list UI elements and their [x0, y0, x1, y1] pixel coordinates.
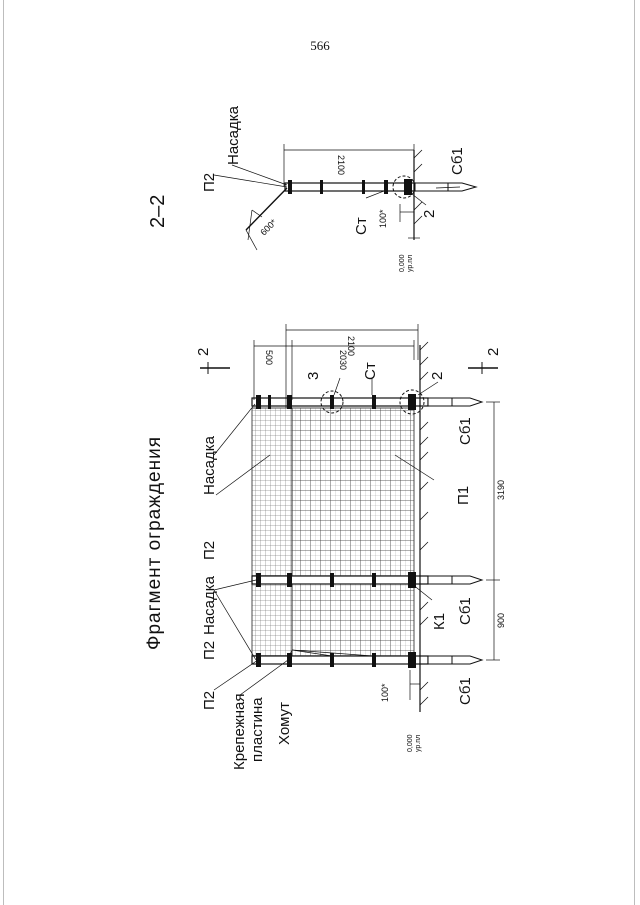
mesh-panel-p1-fine [292, 408, 414, 663]
label-homut: Хомут [276, 702, 293, 745]
label-nasadka-bottom: Насадка [201, 575, 218, 635]
nasadka-arm [245, 187, 288, 231]
section-mark-right: 2 [485, 348, 502, 356]
post [251, 655, 429, 665]
page-number: 566 [310, 38, 330, 53]
dimension-lines [253, 324, 500, 700]
section-label-detail-2: 2 [421, 210, 438, 218]
section-label-nasadka: Насадка [225, 105, 242, 165]
section-dim-600: 600* [258, 217, 279, 238]
drawing-title: Фрагмент ограждения [144, 436, 165, 650]
label-sb1-1: Сб1 [457, 417, 474, 445]
post-tip [427, 397, 484, 407]
mesh-panel-p2 [251, 407, 293, 664]
section-level-label: ур.пл [407, 255, 414, 272]
section-label-p2: П2 [201, 173, 218, 192]
label-sb1-3: Сб1 [457, 677, 474, 705]
label-p1: П1 [455, 486, 472, 505]
ground-hatching [419, 341, 429, 706]
leader-lines [213, 377, 439, 696]
label-detail-2: 2 [429, 372, 446, 380]
section-mark-left: 2 [195, 348, 212, 356]
label-nasadka-top: Насадка [201, 435, 218, 495]
section-dim-2100: 2100 [336, 155, 346, 175]
label-p2-mid: П2 [201, 641, 218, 660]
dim-3190: 3190 [496, 480, 506, 500]
section-post [284, 182, 416, 192]
post [251, 397, 429, 407]
post-tip [427, 575, 484, 585]
section-level-value: 0,000 [399, 254, 406, 272]
right-page-edge [634, 0, 635, 905]
section-cut-markers [200, 362, 498, 374]
section-detail-2-circle [392, 175, 416, 199]
label-krepezhnaya: Крепежная [231, 693, 248, 770]
section-title: 2–2 [147, 195, 169, 228]
level-value: 0,000 [407, 734, 414, 752]
dim-2030: 2030 [338, 350, 348, 370]
post-tips [427, 397, 484, 665]
label-plastina: пластина [249, 697, 266, 762]
label-p2-bottom: П2 [201, 691, 218, 710]
section-dim-100: 100* [378, 209, 388, 228]
fence-fragment-drawing: Фрагмент ограждения [144, 324, 506, 770]
label-st: Ст [362, 362, 379, 380]
label-sb1-2: Сб1 [457, 597, 474, 625]
detail-3-circle [320, 390, 344, 414]
dim-2100: 2100 [346, 336, 356, 356]
label-k1: К1 [431, 613, 448, 630]
clamps [256, 394, 416, 668]
section-label-sb1: Сб1 [449, 147, 466, 175]
section-label-st: Ст [353, 217, 370, 235]
post [251, 575, 429, 585]
left-page-edge [3, 0, 4, 905]
post-tip [427, 655, 484, 665]
dim-100: 100* [380, 683, 390, 702]
dim-500: 500 [264, 350, 274, 365]
label-p2-top: П2 [201, 541, 218, 560]
level-label: ур.пл [415, 735, 422, 752]
section-clamps [288, 179, 412, 195]
section-post-tip [414, 182, 478, 192]
dim-900: 900 [496, 613, 506, 628]
label-detail-3: 3 [305, 372, 322, 380]
section-2-2-drawing: 2–2 [147, 105, 478, 272]
detail-2-circle [399, 389, 425, 415]
